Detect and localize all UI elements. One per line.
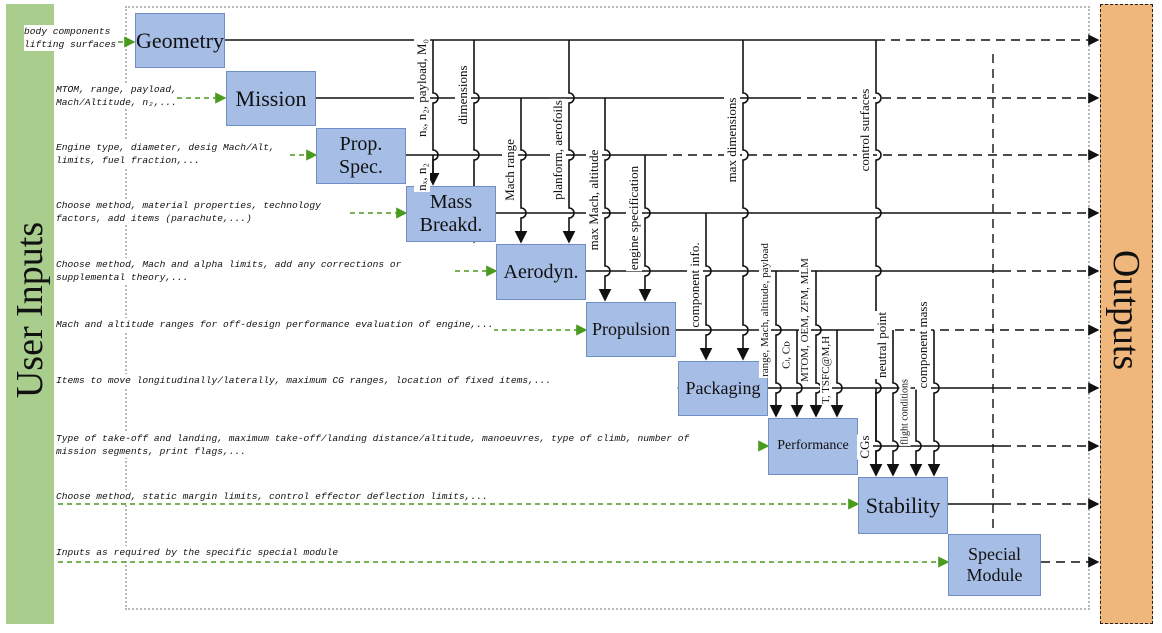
connection-arrow bbox=[769, 271, 783, 418]
framework-boundary bbox=[125, 6, 1090, 610]
connection-arrow bbox=[809, 271, 823, 418]
module-box: Mass Breakd. bbox=[406, 186, 496, 242]
user-input-text: Engine type, diameter, desig Mach/Alt, l… bbox=[56, 141, 275, 167]
connection-label: neutral point bbox=[874, 310, 890, 380]
connection-label: nₓ, n₂ bbox=[414, 162, 430, 192]
connection-arrow bbox=[638, 155, 652, 302]
connection-label: Cₗ, Cᴅ bbox=[779, 340, 793, 370]
user-inputs-panel bbox=[6, 4, 54, 624]
module-box: Performance bbox=[768, 418, 858, 475]
user-input-text: Choose method, Mach and alpha limits, ad… bbox=[56, 258, 402, 284]
user-input-text: body components lifting surfaces bbox=[24, 25, 117, 51]
connection-arrow bbox=[927, 330, 941, 477]
connection-label: Mach range bbox=[502, 138, 518, 202]
connection-arrow bbox=[909, 388, 923, 477]
module-box: Prop. Spec. bbox=[316, 128, 406, 184]
connection-arrow bbox=[562, 40, 576, 244]
connection-label: T, TSFC@M,H bbox=[820, 334, 832, 406]
user-input-text: Choose method, static margin limits, con… bbox=[56, 490, 488, 503]
connection-label: component info. bbox=[687, 241, 703, 329]
module-box: Stability bbox=[858, 477, 948, 534]
user-input-text: Mach and altitude ranges for off-design … bbox=[56, 318, 494, 331]
user-input-text: Items to move longitudinally/laterally, … bbox=[56, 374, 552, 387]
connection-arrow bbox=[514, 98, 528, 244]
module-box: Special Module bbox=[948, 534, 1041, 596]
connection-label: MTOM, OEM, ZFM, MLM bbox=[799, 257, 811, 383]
connection-arrow bbox=[699, 213, 713, 361]
connection-label: dimensions bbox=[455, 64, 471, 126]
connection-label: control surfaces bbox=[857, 87, 873, 173]
connection-label: nₓ, n₂, payload, M₀ bbox=[414, 37, 430, 139]
connection-arrow bbox=[736, 40, 750, 361]
module-box: Packaging bbox=[678, 361, 768, 416]
module-box: Aerodyn. bbox=[496, 244, 586, 300]
connection-label: CGs bbox=[857, 434, 873, 460]
connection-label: max Mach, altitude bbox=[586, 148, 602, 252]
connection-arrow bbox=[830, 330, 844, 418]
connection-label: flight conditions bbox=[899, 378, 911, 446]
user-input-text: Inputs as required by the specific speci… bbox=[56, 546, 339, 559]
connection-label: range, Mach, altitude, payload bbox=[759, 242, 771, 378]
user-input-text: Type of take-off and landing, maximum ta… bbox=[56, 432, 690, 458]
module-box: Mission bbox=[226, 71, 316, 126]
connection-arrow bbox=[426, 40, 440, 186]
connection-label: max dimensions bbox=[724, 96, 740, 184]
module-box: Geometry bbox=[135, 13, 225, 68]
connection-label: engine specification bbox=[626, 164, 642, 272]
outputs-panel bbox=[1100, 4, 1153, 624]
connection-arrow bbox=[598, 98, 612, 302]
module-box: Propulsion bbox=[586, 302, 676, 357]
connection-label: planform, aerofoils bbox=[550, 99, 566, 201]
outputs-label: Outputs bbox=[1105, 249, 1147, 371]
user-input-text: Choose method, material properties, tech… bbox=[56, 199, 321, 225]
connection-arrow bbox=[790, 330, 804, 418]
connection-arrow bbox=[886, 330, 900, 477]
user-input-text: MTOM, range, payload, Mach/Altitude, n₂,… bbox=[56, 83, 177, 109]
connection-arrow bbox=[869, 388, 883, 477]
connection-label: component mass bbox=[915, 300, 931, 390]
